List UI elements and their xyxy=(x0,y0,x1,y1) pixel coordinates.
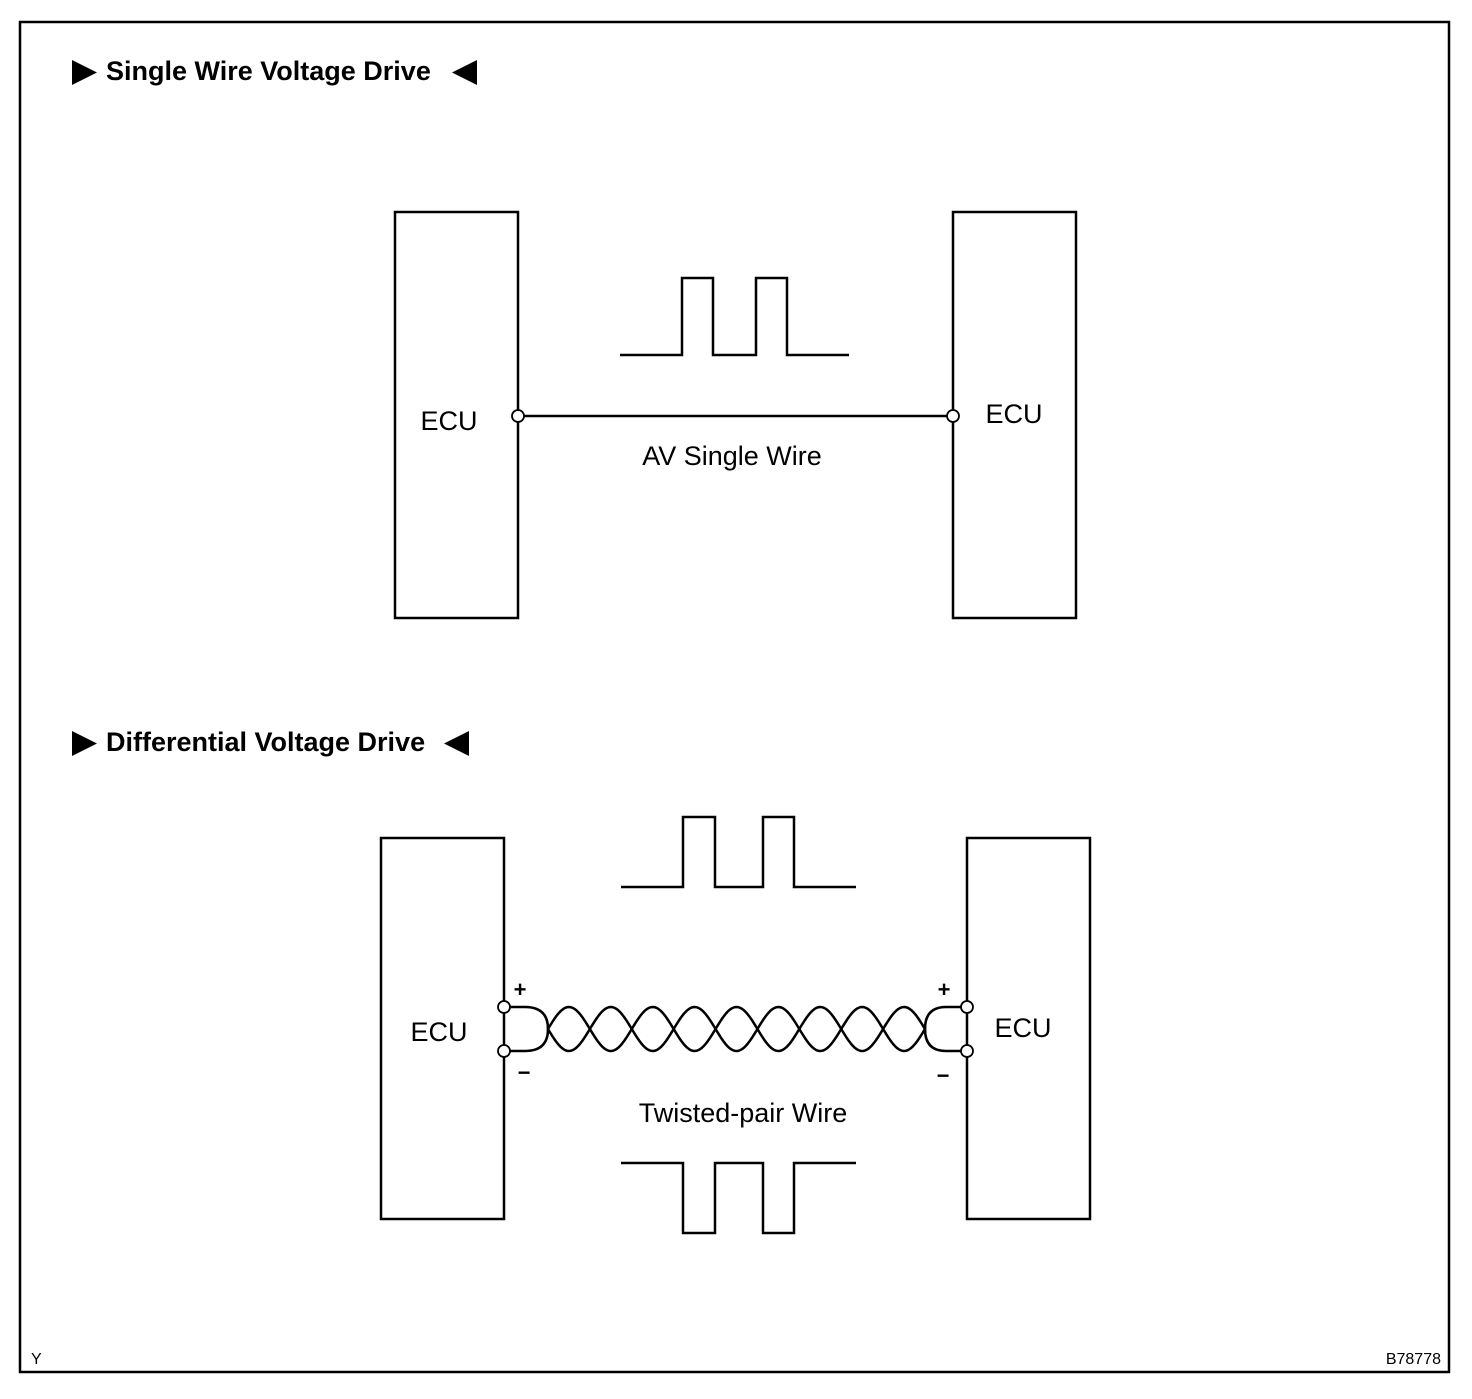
ecu-label-right: ECU xyxy=(994,1013,1051,1043)
terminal-right-minus xyxy=(960,1044,974,1058)
footer-left-code: Y xyxy=(31,1351,42,1368)
section-differential: Differential Voltage Drive ECU ECU + + −… xyxy=(72,727,1092,1235)
wire-label-twisted: Twisted-pair Wire xyxy=(639,1098,848,1128)
twisted-wire-b xyxy=(504,1005,967,1053)
outer-frame xyxy=(18,20,1451,1374)
heading-arrow-right-icon xyxy=(72,60,97,85)
pulse-waveform-negative xyxy=(621,1161,856,1235)
ecu-box-left xyxy=(379,836,506,1221)
plus-sign-left: + xyxy=(514,977,527,1002)
ecu-label-right: ECU xyxy=(985,399,1042,429)
terminal-right-plus xyxy=(960,1000,974,1014)
plus-sign-right: + xyxy=(938,977,951,1002)
terminal-left-plus xyxy=(497,1000,511,1014)
pulse-waveform xyxy=(620,276,849,357)
pulse-waveform-positive xyxy=(621,815,856,889)
heading-arrow-right-icon xyxy=(72,731,97,756)
ecu-box-right xyxy=(951,210,1078,620)
ecu-label-left: ECU xyxy=(410,1017,467,1047)
minus-sign-right: − xyxy=(937,1063,950,1088)
ecu-box-left xyxy=(393,210,520,620)
terminal-left xyxy=(511,409,525,423)
section-single-wire: Single Wire Voltage Drive ECU ECU AV Sin… xyxy=(72,56,1078,620)
wire-label-single: AV Single Wire xyxy=(642,441,822,471)
ecu-label-left: ECU xyxy=(420,406,477,436)
heading-single-wire: Single Wire Voltage Drive xyxy=(106,56,431,86)
footer-right-code: B78778 xyxy=(1386,1351,1441,1368)
twisted-wire-a xyxy=(504,1005,967,1053)
terminal-left-minus xyxy=(497,1044,511,1058)
ecu-box-right xyxy=(965,836,1092,1221)
heading-arrow-left-icon xyxy=(452,60,477,85)
heading-arrow-left-icon xyxy=(444,731,469,756)
heading-differential: Differential Voltage Drive xyxy=(106,727,425,757)
terminal-right xyxy=(946,409,960,423)
minus-sign-left: − xyxy=(518,1060,531,1085)
